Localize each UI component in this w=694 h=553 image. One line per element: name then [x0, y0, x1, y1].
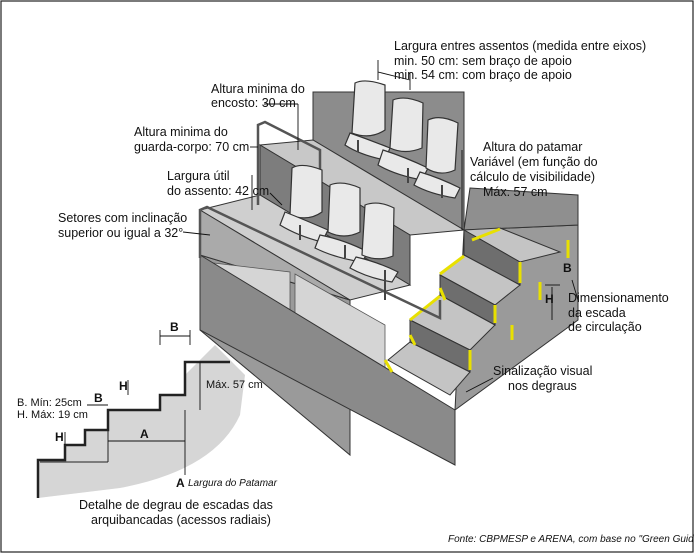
detail-landing-width: Largura do Patamar [188, 478, 278, 489]
stair-dim-label-2: da escada [568, 306, 626, 320]
detail-caption-2: arquibancadas (acessos radiais) [91, 513, 271, 527]
circulation-stairs [383, 227, 570, 396]
backrest-label-2: encosto: 30 cm [211, 96, 296, 110]
landing-label-3: cálculo de visibilidade) [470, 170, 595, 184]
step-detail-drawing [36, 330, 245, 498]
guardrails [198, 120, 442, 320]
labels: Largura entres assentos (medida entre ei… [17, 39, 694, 545]
guardrail-label-2: guarda-corpo: 70 cm [134, 140, 249, 154]
seats-upper [344, 80, 461, 199]
detail-caption-1: Detalhe de degrau de escadas das [79, 498, 273, 512]
sectors-label-1: Setores com inclinação [58, 211, 187, 225]
detail-max57: Máx. 57 cm [206, 379, 263, 391]
sectors-label-2: superior ou igual a 32° [58, 226, 183, 240]
landing-label-2: Variável (em função do [470, 155, 598, 169]
stair-dim-label-1: Dimensionamento [568, 291, 669, 305]
detail-dim-b-top: B [170, 320, 179, 334]
signal-label-2: nos degraus [508, 379, 577, 393]
stair-dim-label-3: de circulação [568, 320, 642, 334]
detail-dim-a-lower: A [176, 476, 185, 490]
detail-dim-b-mid: B [94, 391, 103, 405]
source-note: Fonte: CBPMESP e ARENA, com base no "Gre… [448, 534, 694, 545]
signal-label-1: Sinalização visual [493, 364, 592, 378]
detail-dim-a: A [140, 427, 149, 441]
backrest-label-1: Altura minima do [211, 82, 305, 96]
detail-dim-h-top: H [119, 379, 128, 393]
leader-lines [182, 60, 579, 393]
stair-dim-h: H [545, 292, 554, 306]
detail-dim-h-low: H [55, 430, 64, 444]
landing-label-4: Máx. 57 cm [483, 185, 548, 199]
seat-width-label-1: Largura entres assentos (medida entre ei… [394, 39, 646, 53]
landing-label-1: Altura do patamar [483, 140, 582, 154]
stair-dim-b: B [563, 261, 572, 275]
detail-b-min: B. Mín: 25cm [17, 397, 82, 409]
seat-useful-label-2: do assento: 42 cm [167, 184, 269, 198]
seats-lower [279, 164, 399, 283]
detail-h-max: H. Máx: 19 cm [17, 409, 88, 421]
seat-width-label-2: min. 50 cm: sem braço de apoio [394, 54, 572, 68]
seat-legs [299, 140, 443, 300]
seat-width-label-3: min. 54 cm: com braço de apoio [394, 68, 572, 82]
seat-useful-label-1: Largura útil [167, 169, 230, 183]
guardrail-label-1: Altura minima do [134, 125, 228, 139]
